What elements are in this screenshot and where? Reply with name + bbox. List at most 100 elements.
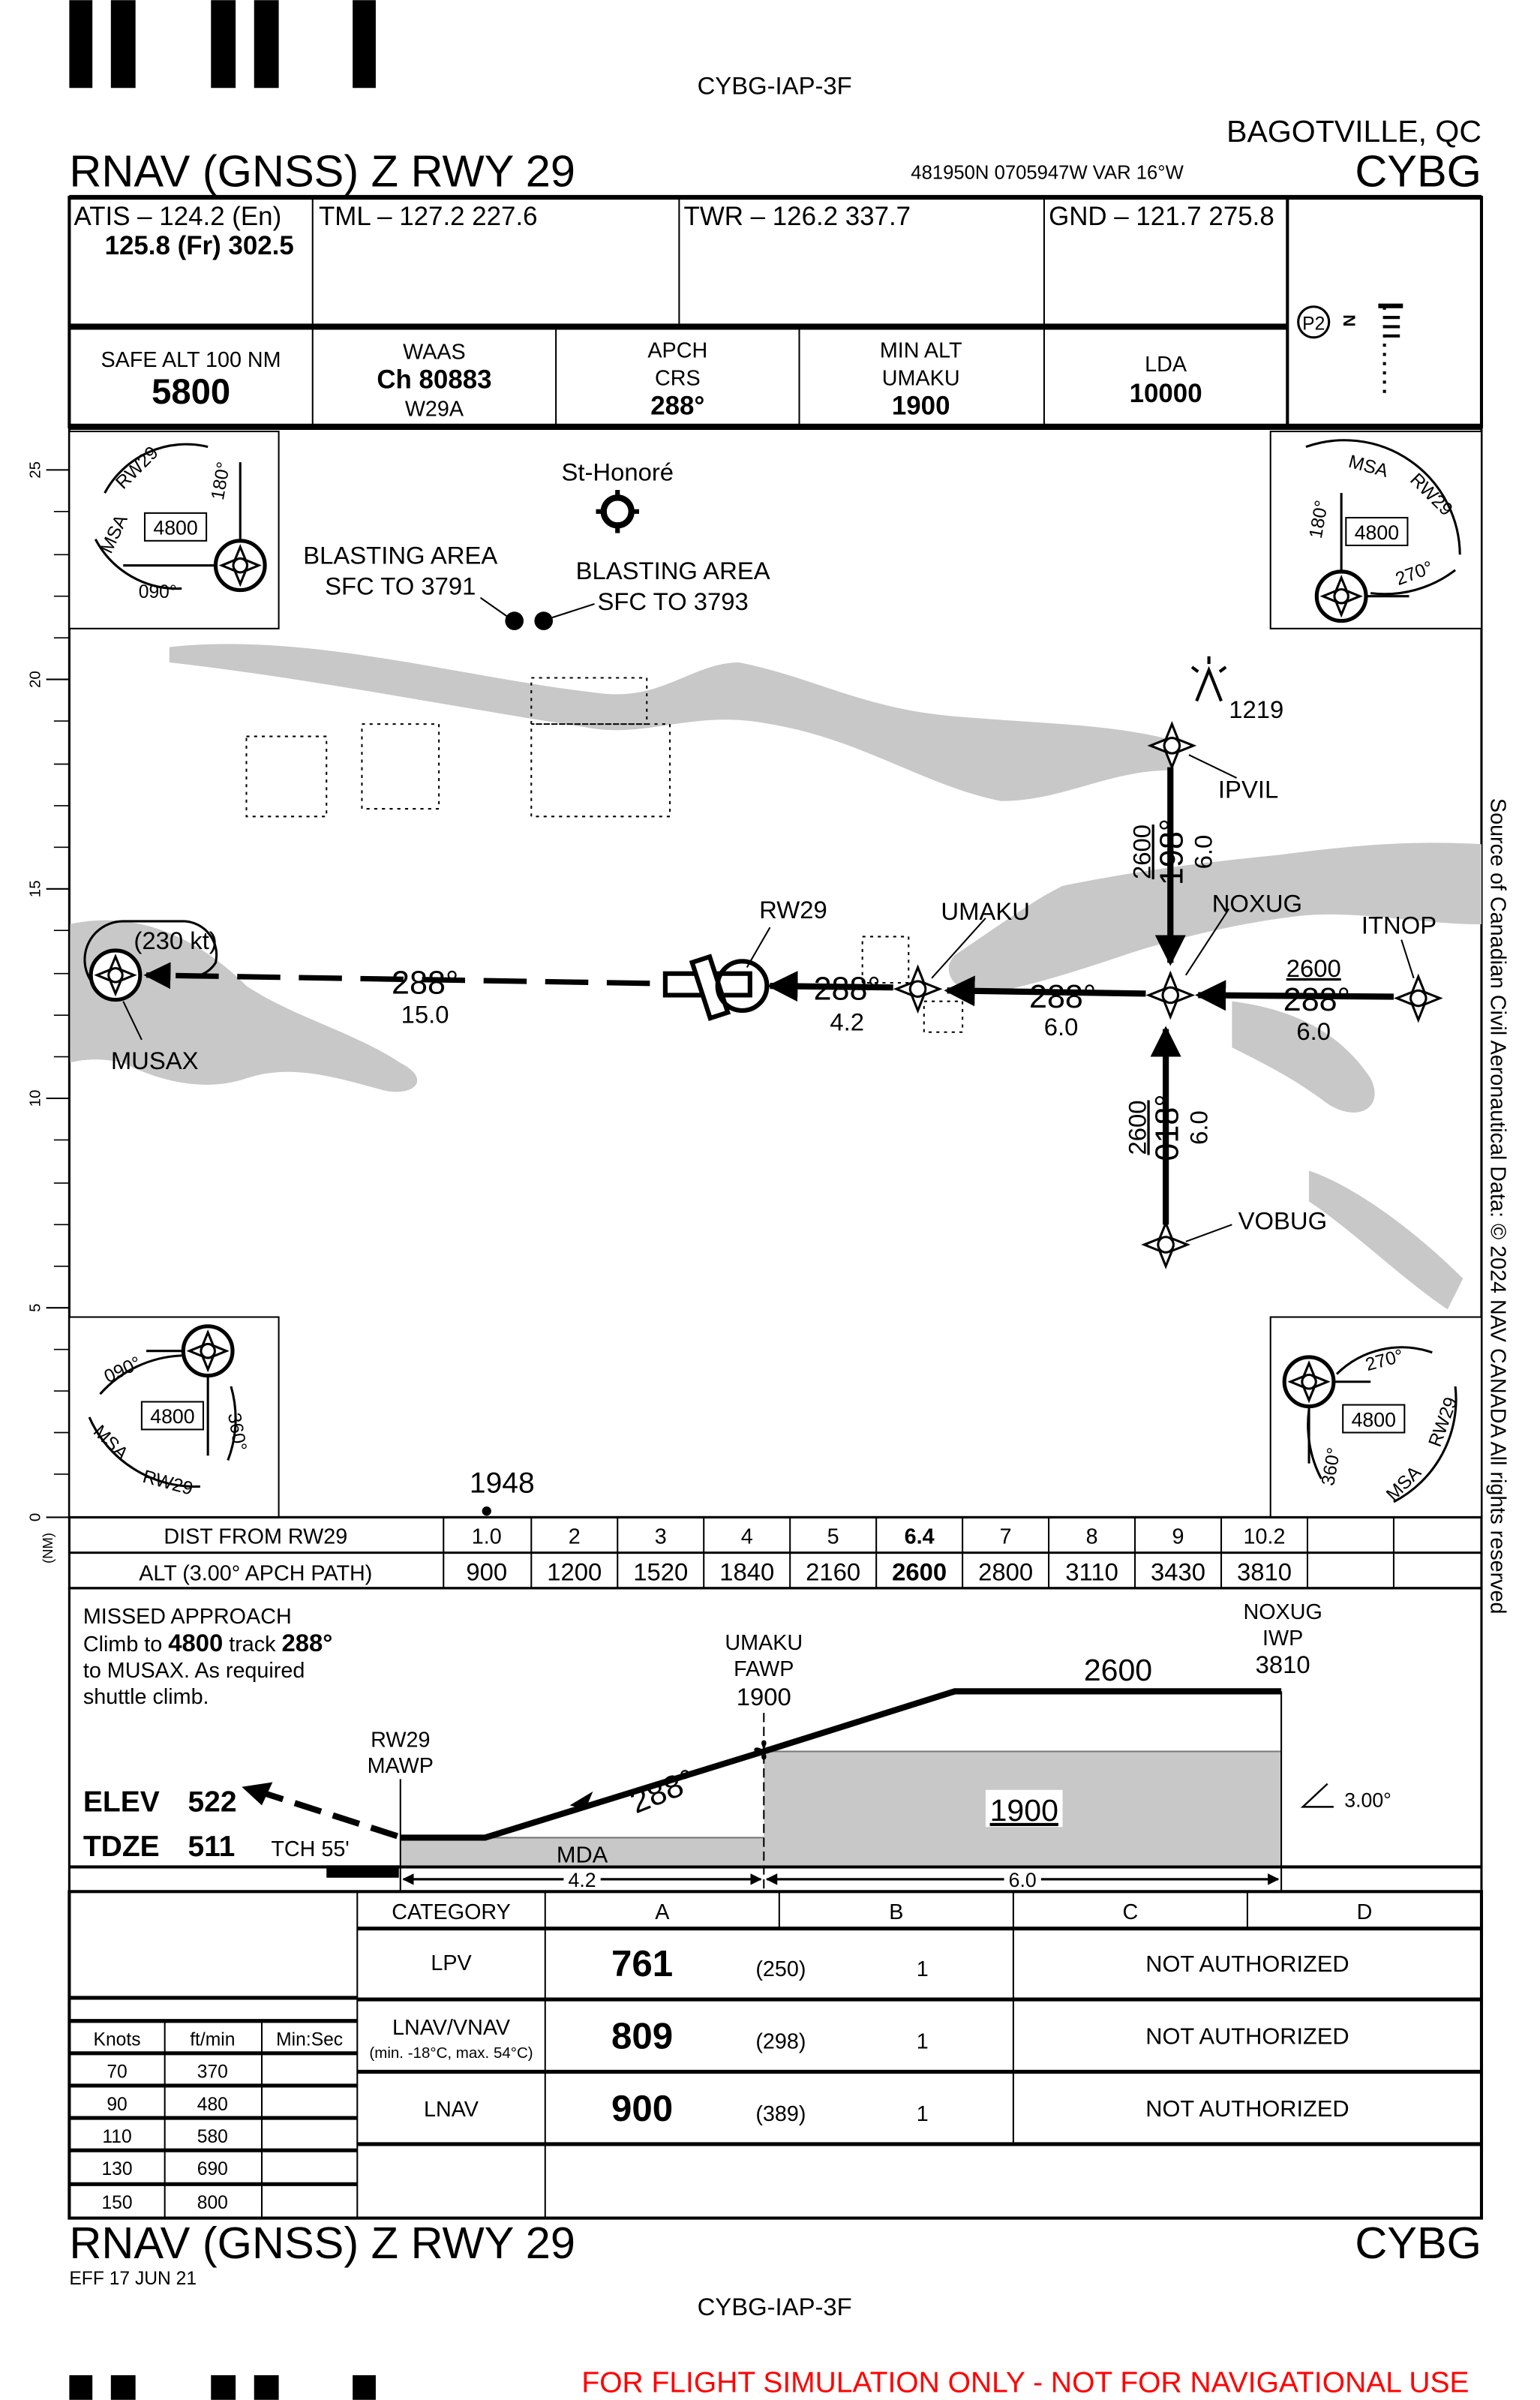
msa-top-right: 4800 MSA RW29 180° 270° bbox=[1269, 431, 1483, 629]
saguenay-river bbox=[169, 644, 1171, 801]
msa-bottom-left: 4800 090° MSA RW29 360° bbox=[68, 1316, 280, 1518]
category-header: CATEGORY bbox=[392, 1900, 511, 1924]
runway-29-icon bbox=[662, 954, 770, 1021]
spot-elevation: 1948 bbox=[470, 1467, 535, 1500]
glide-path-angle: 3.00° bbox=[1344, 1789, 1391, 1811]
alt-cell: 2800 bbox=[978, 1558, 1033, 1586]
alt-cell: 3430 bbox=[1151, 1558, 1205, 1586]
vobug-leg-distance: 6.0 bbox=[1185, 1110, 1213, 1145]
scale-tick-20: 20 bbox=[26, 671, 44, 688]
st-honore-label: St-Honoré bbox=[561, 458, 674, 486]
plan-view: 0 5 10 15 20 25 (NM) 4800 MSA RW29 090° … bbox=[26, 425, 1483, 1563]
msa-alt: 4800 bbox=[150, 1405, 194, 1428]
msa-bearing: 090° bbox=[139, 582, 177, 602]
rate-fpm: 370 bbox=[197, 2062, 228, 2083]
minima-cd: NOT AUTHORIZED bbox=[1145, 2095, 1349, 2122]
ipvil-label: IPVIL bbox=[1218, 776, 1278, 804]
descent-table: DIST FROM RW29 ALT (3.00° APCH PATH) 1.0… bbox=[68, 1515, 1483, 1590]
dist-cell: 10.2 bbox=[1244, 1524, 1286, 1548]
noxug-label: NOXUG bbox=[1212, 890, 1302, 918]
dist-cell: 5 bbox=[827, 1524, 839, 1548]
category-d: D bbox=[1357, 1900, 1373, 1924]
frequency-box: ATIS – 124.2 (En) 125.8 (Fr) 302.5 TML –… bbox=[68, 194, 1484, 430]
tdze-value: 511 bbox=[188, 1831, 235, 1863]
approach-track bbox=[122, 754, 1415, 1242]
itnop-leg-distance: 6.0 bbox=[1296, 1017, 1331, 1045]
ipvil-leg-course: 198° bbox=[1154, 819, 1190, 885]
musax-leg-course: 288° bbox=[392, 965, 458, 1001]
scale-tick-15: 15 bbox=[26, 880, 44, 897]
dist-label: DIST FROM RW29 bbox=[164, 1524, 347, 1548]
scale-unit: (NM) bbox=[40, 1533, 56, 1563]
waas-channel: Ch 80883 bbox=[377, 365, 491, 395]
alt-cell: 1520 bbox=[633, 1558, 688, 1586]
musax-leg-distance: 15.0 bbox=[401, 1000, 449, 1028]
blasting-area-1-label: BLASTING AREA bbox=[303, 542, 497, 569]
tdze-label: TDZE bbox=[83, 1831, 160, 1863]
location: BAGOTVILLE, QC bbox=[1226, 114, 1481, 149]
hold-speed: (230 kt) bbox=[134, 927, 217, 954]
msa-alt: 4800 bbox=[1355, 521, 1399, 544]
atis-frequency: ATIS – 124.2 (En) bbox=[74, 202, 282, 231]
scale-tick-0: 0 bbox=[26, 1513, 44, 1521]
min-alt-box bbox=[985, 1789, 1063, 1828]
msa-alt: 4800 bbox=[1352, 1408, 1396, 1431]
waas-id: W29A bbox=[405, 398, 464, 422]
la-baie-water bbox=[948, 843, 1481, 994]
alt-cell: 1840 bbox=[719, 1558, 774, 1586]
blasting-area-2-altitude: SFC TO 3793 bbox=[597, 587, 748, 615]
rate-knots: 130 bbox=[101, 2159, 132, 2179]
alt-label: ALT (3.00° APCH PATH) bbox=[139, 1562, 372, 1586]
minima-cd: NOT AUTHORIZED bbox=[1145, 1951, 1349, 1977]
alt-cell: 1200 bbox=[547, 1558, 602, 1586]
noxug-profile-type: IWP bbox=[1262, 1627, 1303, 1651]
dist-cell: 2 bbox=[569, 1524, 581, 1548]
svg-text:N: N bbox=[1340, 314, 1359, 326]
umaku-fix-icon bbox=[895, 966, 941, 1012]
min-alt-value: 1900 bbox=[892, 391, 950, 420]
rate-knots: 70 bbox=[107, 2062, 127, 2083]
dist-cell: 6.4 bbox=[905, 1524, 935, 1548]
blasting-area-2-label: BLASTING AREA bbox=[576, 557, 770, 584]
tml-frequency: TML – 127.2 227.6 bbox=[319, 202, 538, 231]
glide-path bbox=[400, 1688, 1282, 1841]
vobug-leg-altitude: 2600 bbox=[1123, 1100, 1151, 1155]
dist-cell: 7 bbox=[1000, 1524, 1012, 1548]
safe-alt-label: SAFE ALT 100 NM bbox=[101, 348, 281, 372]
level-altitude: 2600 bbox=[1084, 1653, 1152, 1687]
vobug-label: VOBUG bbox=[1238, 1207, 1328, 1235]
footer-title: RNAV (GNSS) Z RWY 29 bbox=[69, 2218, 575, 2268]
minima-hat: (389) bbox=[755, 2102, 806, 2126]
alt-cell: 2160 bbox=[806, 1558, 860, 1586]
rate-header-knots: Knots bbox=[94, 2030, 141, 2050]
twr-frequency: TWR – 126.2 337.7 bbox=[684, 202, 911, 231]
lake-east bbox=[1232, 1001, 1375, 1113]
minima-hat: (298) bbox=[755, 2030, 806, 2054]
min-alt-label2: UMAKU bbox=[882, 366, 960, 390]
ipvil-leg-distance: 6.0 bbox=[1190, 835, 1217, 870]
spot-elevation-dot bbox=[482, 1506, 491, 1516]
procedure-title: RNAV (GNSS) Z RWY 29 bbox=[69, 146, 575, 197]
msa-alt: 4800 bbox=[153, 517, 197, 539]
rate-knots: 150 bbox=[101, 2193, 132, 2213]
minima-alt: 761 bbox=[611, 1943, 673, 1984]
dist-cell: 3 bbox=[655, 1524, 667, 1548]
minima-alt: 809 bbox=[611, 2016, 673, 2057]
alt-cell: 900 bbox=[466, 1558, 507, 1586]
scale-tick-10: 10 bbox=[26, 1090, 44, 1107]
itnop-fix-icon bbox=[1395, 975, 1442, 1021]
rate-fpm: 580 bbox=[197, 2127, 228, 2147]
elev-value: 522 bbox=[188, 1786, 236, 1819]
msa-top-left: 4800 MSA RW29 090° 180° bbox=[68, 431, 280, 629]
rate-fpm: 800 bbox=[197, 2193, 228, 2213]
category-a: A bbox=[655, 1900, 670, 1924]
musax-iaf-icon bbox=[91, 951, 140, 1000]
minima-table: CATEGORY A B C D LPV 761 (250) 1 NOT AUT… bbox=[68, 1890, 1484, 2220]
minima-row-name: LPV bbox=[431, 1951, 472, 1975]
missed-approach-instruction: Climb to 4800 track 288° bbox=[83, 1629, 333, 1657]
alt-cell: 3810 bbox=[1237, 1558, 1292, 1586]
ipvil-leg-altitude: 2600 bbox=[1128, 825, 1156, 879]
elev-label: ELEV bbox=[83, 1786, 160, 1819]
minima-hat: (250) bbox=[755, 1957, 806, 1981]
